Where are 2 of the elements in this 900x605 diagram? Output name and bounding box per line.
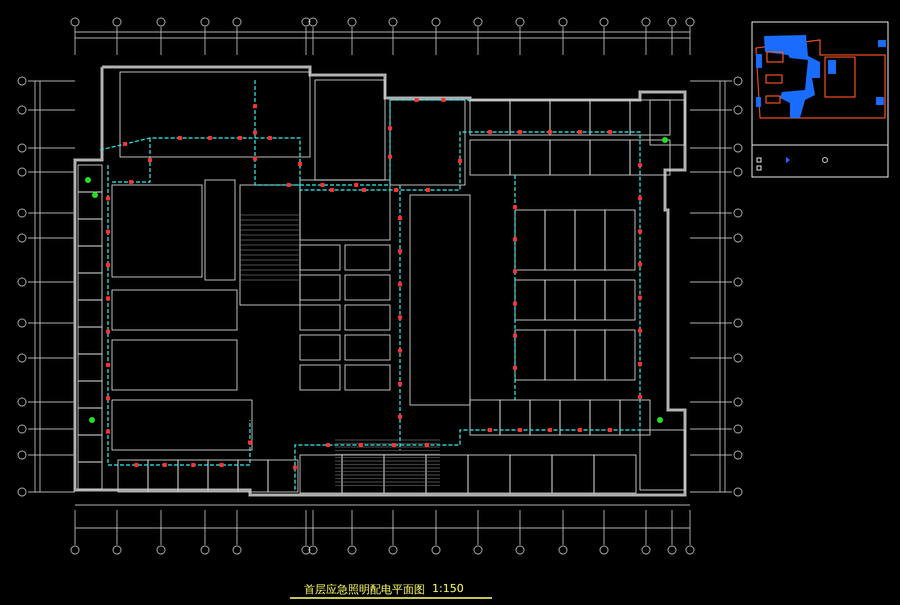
drawing-title: 首层应急照明配电平面图 (304, 582, 425, 597)
scale-text: 1:150 (432, 582, 464, 595)
